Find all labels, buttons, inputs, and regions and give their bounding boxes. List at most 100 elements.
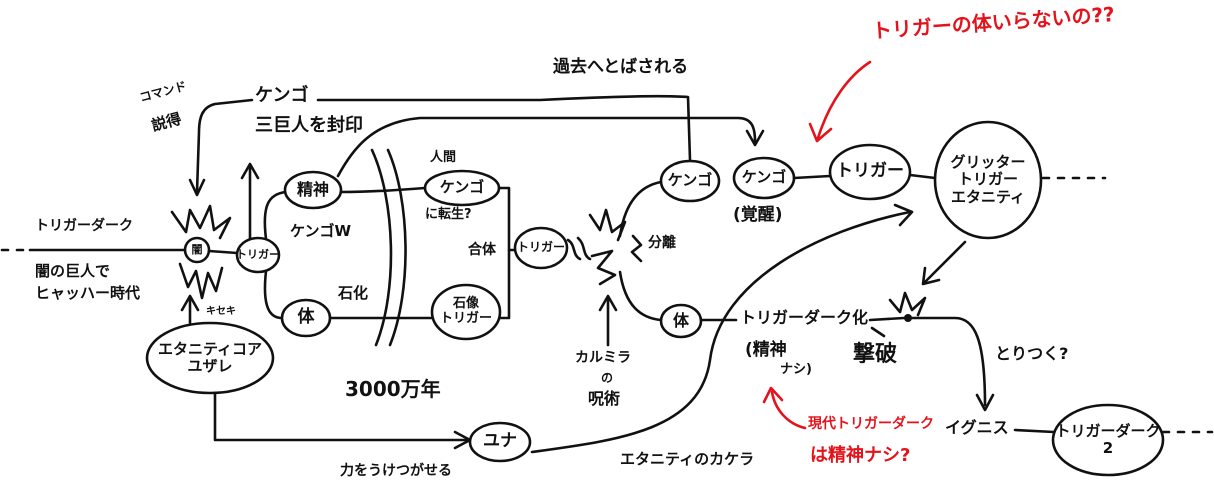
inherit-power-label: 力をうけつがせる [340,463,452,479]
trigger-small-node-shape [235,236,281,274]
kengo-human-node: ケンゴ [425,177,499,199]
curse-arrow-head [598,294,618,312]
time-barrier-curve-2 [386,148,407,347]
carmilla-label-3: 呪術 [588,389,621,408]
kengo-human-node-label: ケンゴ [439,178,485,197]
miracle-arrow-head [180,294,200,312]
split-zigzag [590,249,617,286]
trigger-small-node: トリガー [236,245,280,265]
sent-to-past-line [316,94,692,162]
split-lightning [630,234,643,263]
merge-bracket-line [497,186,511,320]
reincarnate-label: に転生? [425,207,472,222]
red-question-arrow-head [808,122,833,143]
trigger-to-glitter-line [908,173,937,180]
karada-left-node: 体 [282,306,330,330]
persuade-arrow-head [188,178,206,197]
separate-label: 分離 [648,235,676,251]
trigger-dark-to-defeat-line [868,316,906,322]
kengo-awakened-node-label: ケンゴ [741,168,787,187]
trigger-right-node-label: トリガー [836,161,904,182]
defeat-mark [870,326,886,338]
kengo-w-label: ケンゴW [290,222,352,240]
possess-arrow-line [910,316,987,407]
yami-node: 闇 [185,240,209,260]
karada-right-node: 体 [661,310,701,332]
modern-trigger-dark-label-2: は精神ナシ? [810,445,911,466]
seishin-node-label: 精神 [296,179,329,199]
merge-label: 合体 [468,242,496,258]
eternity-fragment-line [530,210,912,454]
defeat-label: 撃破 [853,342,898,367]
trigger-right-node-shape [828,143,912,201]
sekizo-trigger-node-shape [430,283,502,341]
trigger-dark-2-node: トリガーダーク 2 [1053,412,1163,468]
seishin-to-awakened-line [336,116,757,178]
ignis-to-td2-line [1013,428,1056,434]
no-spirit-label-2: ナシ) [780,362,812,377]
trigger-dark-2-node-shape [1051,403,1165,477]
carmilla-label-2: の [601,371,614,385]
defeat-arrow-line [923,240,967,284]
modern-trigger-dark-label-1: 現代トリガーダーク [808,416,934,432]
red-modern-arrow-line [770,390,807,430]
trigger-dark-2-line1: トリガーダーク [1055,421,1161,440]
kengo-right-node-label: ケンゴ [667,171,713,190]
karada-right-node-label: 体 [672,310,689,330]
eternity-core-line1: エタニティコア [157,339,263,358]
eternity-fragment-arrow-head [893,203,914,227]
ignis-label: イグニス [945,418,1009,437]
awakened-label: (覚醒) [733,205,783,225]
hyahha-era-label: ヒャッハー時代 [35,284,141,302]
seishin-node-shape [283,170,343,210]
miracle-label: キセキ [206,306,236,317]
red-question-arrow-line [816,60,872,140]
yami-node-label: 闇 [191,242,203,256]
split-spark [588,208,627,242]
yuna-node-label: ユナ [483,431,517,452]
trigger-dark-2-line2: 2 [1102,439,1114,457]
seishin-to-awakened-arrow-head [745,129,765,147]
eternity-fragment-label: エタニティのカケラ [620,450,755,468]
glitter-trigger-eternity-node: グリッター トリガー エタニティ [935,135,1041,225]
glitter-node-shape [933,120,1043,240]
trigger-center-node-label: トリガー [516,240,565,255]
petrified-label: 石化 [338,284,369,302]
sent-to-past-label: 過去へとばされる [553,57,689,77]
split-to-kengo-line [618,180,663,238]
become-trigger-dark-label: トリガーダーク化 [740,308,869,327]
glitter-line3: エタニティ [950,187,1026,206]
seal-three-giants-label: 三巨人を封印 [255,115,363,136]
split-to-karada-line [618,270,663,322]
trigger-small-node-label: トリガー [236,247,280,261]
branch-to-karada [263,269,284,320]
persuade-arrow-line [195,98,254,194]
wave-mark-2 [576,236,592,261]
eternity-core-node-shape [145,321,275,395]
thirty-million-years-label: 3000万年 [345,377,441,401]
yami-to-trigger-line [207,249,239,255]
defeat-arrow-head [921,266,941,286]
seishin-to-kengo-line [339,186,427,194]
inherit-power-line [213,391,468,442]
eternity-core-yuzare-node: エタニティコア ユザレ [147,332,273,384]
kengo-right-node: ケンゴ [661,170,719,192]
defeat-spark [888,291,927,317]
trigger-right-node: トリガー [830,160,910,184]
eternity-core-line2: ユザレ [187,357,233,375]
yuna-node: ユナ [470,430,530,454]
sekizo-trigger-line2: トリガー [439,311,492,326]
defeat-point [904,314,912,322]
kengo-top-label: ケンゴ [255,85,309,106]
glitter-line1: グリッター [950,153,1026,172]
spark-lower [178,262,224,300]
awakened-to-trigger-line [792,174,832,180]
trigger-center-node-shape [513,226,569,270]
seal-arrow-head [240,162,260,180]
spark-upper [170,204,232,240]
branch-to-seishin [263,190,288,241]
possess-label: とりつく? [995,344,1069,363]
sekizo-trigger-node: 石像 トリガー [432,288,500,336]
dark-giant-label: 闇の巨人で [35,262,111,280]
